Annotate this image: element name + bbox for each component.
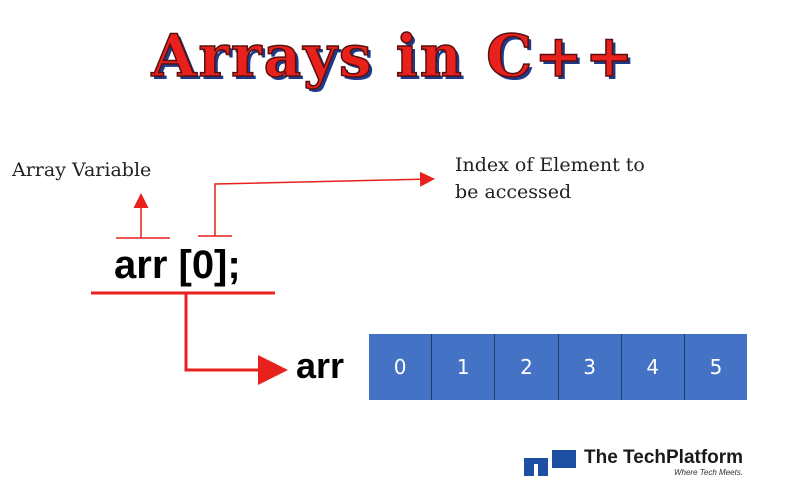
index-arrow [214, 171, 435, 236]
index-label-line1: Index of Element to [455, 154, 645, 176]
array-variable-label: Array Variable [12, 159, 152, 181]
array-cell: 0 [369, 334, 433, 400]
array-cell: 4 [622, 334, 685, 400]
techplatform-logo-icon [524, 450, 576, 476]
array-arrow [184, 293, 288, 385]
page-title: Arrays in C++ [151, 21, 636, 91]
array-cell: 2 [495, 334, 559, 400]
array-box: 0 1 2 3 4 5 [369, 334, 747, 400]
logo-tagline: Where Tech Meets. [673, 468, 744, 477]
index-label: Index of Element to be accessed [455, 152, 645, 206]
code-expression: arr [0]; [114, 243, 241, 287]
array-cell: 1 [432, 334, 496, 400]
array-name-label: arr [296, 345, 345, 386]
index-label-line2: be accessed [455, 181, 572, 203]
logo-name: The TechPlatform [584, 447, 744, 468]
array-cell: 5 [709, 355, 723, 379]
array-cell: 3 [559, 334, 622, 400]
logo: The TechPlatform Where Tech Meets. [524, 448, 743, 478]
